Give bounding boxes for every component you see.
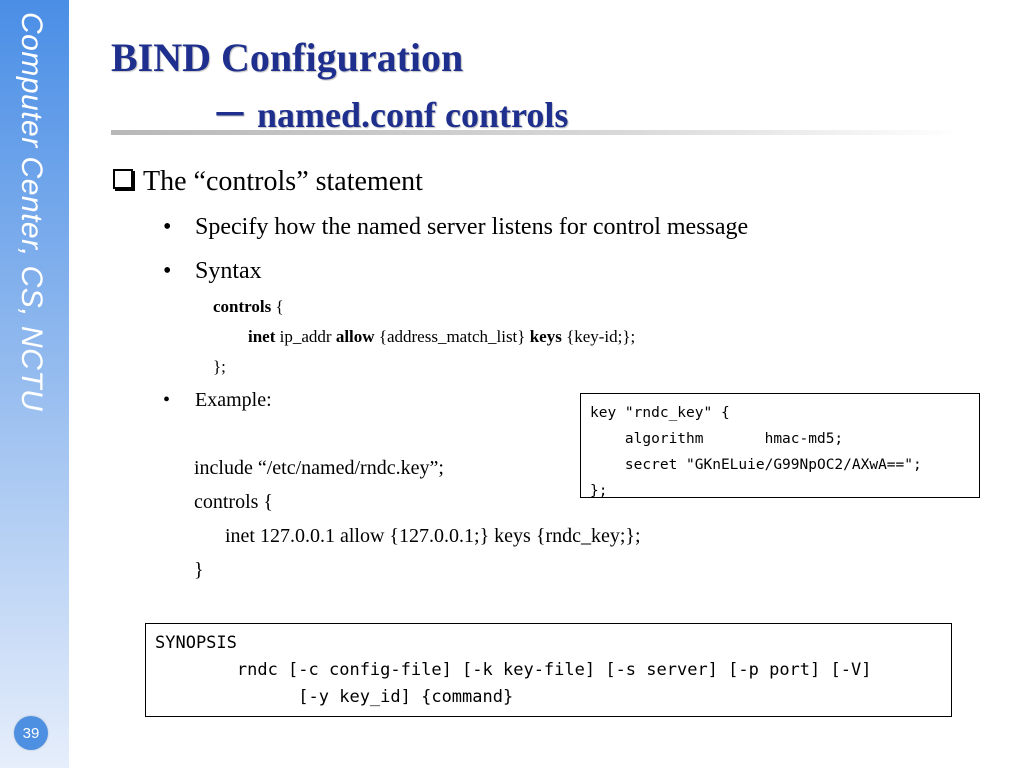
page-number-badge: 39 [14, 716, 48, 750]
bullet-syntax-text: Syntax [195, 258, 262, 284]
sidebar: Computer Center, CS, NCTU 39 [0, 0, 69, 768]
bullet-specify-text: Specify how the named server listens for… [195, 214, 749, 240]
syntax-line-3: }; [213, 357, 226, 376]
syntax-line1-rest: { [271, 297, 284, 316]
syntax-allow-keyword: allow [335, 327, 375, 346]
slide-title-line1: BIND Configuration [111, 35, 464, 80]
main-bullet-keyword: controls [205, 166, 297, 197]
bullet-specify: • Specify how the named server listens fo… [163, 214, 748, 241]
example-include-line: include “/etc/named/rndc.key”; [194, 457, 444, 479]
syntax-controls-keyword: controls [213, 297, 272, 316]
key-box-line-1: key "rndc_key" { [590, 405, 730, 421]
bullet-syntax: • Syntax [163, 258, 262, 285]
main-bullet-suffix: statement [308, 166, 423, 197]
syntax-inet-keyword: inet [248, 327, 276, 346]
key-box-line-2: algorithm hmac-md5; [590, 431, 844, 447]
main-bullet-close-quote: ” [296, 166, 309, 197]
bullet-example-text: Example: [195, 389, 272, 411]
example-inet-line: inet 127.0.0.1 allow {127.0.0.1;} keys {… [225, 525, 641, 547]
bullet-example: • Example: [163, 389, 272, 412]
dot-bullet-icon: • [163, 214, 172, 240]
syntax-line2-rest: {key-id;}; [561, 327, 636, 346]
key-box-line-3: secret "GKnELuie/G99NpOC2/AXwA=="; [590, 457, 922, 473]
main-bullet-prefix: The [143, 166, 194, 197]
dot-bullet-icon: • [163, 389, 171, 411]
synopsis-line-2: rndc [-c config-file] [-k key-file] [-s … [155, 660, 872, 680]
syntax-line2-mid1: ip_addr [275, 327, 336, 346]
example-close-brace: } [194, 559, 204, 581]
main-bullet: The “controls” statement [113, 166, 423, 198]
synopsis-line-3: [-y key_id] {command} [155, 687, 514, 707]
rndc-key-code-box: key "rndc_key" { algorithm hmac-md5; sec… [580, 393, 980, 499]
rndc-synopsis-box: SYNOPSIS rndc [-c config-file] [-k key-f… [145, 623, 952, 717]
example-controls-open: controls { [194, 491, 274, 513]
syntax-line-2: inet ip_addr allow {address_match_list} … [248, 327, 635, 347]
syntax-line2-mid2: {address_match_list} [374, 327, 530, 346]
syntax-line-1: controls { [213, 297, 284, 317]
title-underline-divider [111, 130, 961, 135]
sidebar-title: Computer Center, CS, NCTU [15, 12, 48, 412]
slide-title-line2: － named.conf controls [212, 95, 569, 135]
hollow-square-bullet-icon [113, 169, 133, 189]
main-bullet-open-quote: “ [193, 166, 206, 197]
key-box-line-4: }; [590, 483, 608, 499]
synopsis-line-1: SYNOPSIS [155, 633, 237, 653]
syntax-keys-keyword: keys [529, 327, 562, 346]
dot-bullet-icon: • [163, 258, 172, 284]
